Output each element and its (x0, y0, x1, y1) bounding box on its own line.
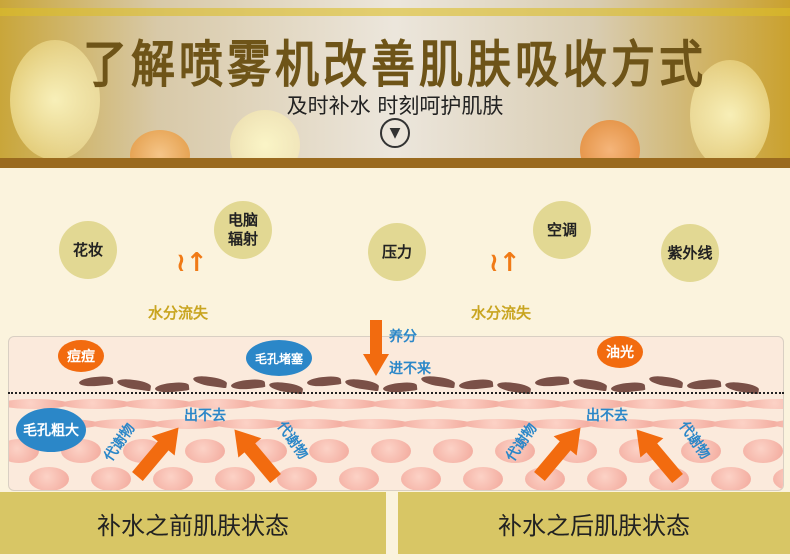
wavy-arrow-up-icon: ≀↑ (489, 248, 521, 278)
skin-flake (686, 378, 722, 391)
water-loss-label: 水分流失 (148, 304, 209, 322)
skin-flake (192, 374, 228, 389)
skin-cell (153, 419, 223, 429)
skin-cell (525, 419, 595, 429)
skin-flake (458, 378, 494, 391)
water-loss-label: 水分流失 (471, 304, 532, 322)
skin-flake (534, 375, 570, 388)
skin-cell (185, 399, 255, 409)
skin-cell (495, 399, 565, 409)
skin-cell (309, 399, 379, 409)
skin-cell (495, 439, 535, 463)
skin-cell (277, 419, 347, 429)
skin-cell (463, 419, 533, 429)
skin-cell (309, 439, 349, 463)
skin-flake (572, 377, 608, 392)
skin-cell (433, 439, 473, 463)
cannot-exit-label: 出不去 (184, 408, 226, 424)
skin-cell (743, 399, 783, 409)
skin-cell (9, 399, 69, 409)
before-label: 补水之前肌肤状态 (0, 492, 386, 554)
skin-flake (344, 377, 380, 392)
chevron-down-circle-icon[interactable]: ▼ (380, 118, 410, 148)
skin-cell (247, 399, 317, 409)
skin-cell (557, 399, 627, 409)
skin-flake (306, 375, 342, 388)
skin-cell (123, 399, 193, 409)
skin-cell (339, 467, 379, 490)
skin-cell (215, 467, 255, 490)
factor-uv: 紫外线 (661, 224, 719, 282)
skin-cell (587, 419, 657, 429)
after-label: 补水之后肌肤状态 (398, 492, 790, 554)
factor-makeup: 花妆 (59, 221, 117, 279)
skin-cell (29, 467, 69, 490)
arrow-down-icon (370, 320, 382, 356)
pore-large-bubble: 毛孔粗大 (16, 408, 86, 452)
skin-cell (401, 419, 471, 429)
skin-cell (61, 399, 131, 409)
skin-cell (91, 467, 131, 490)
skin-cell (277, 467, 317, 490)
skin-cell (619, 399, 689, 409)
arrow-down-head (363, 354, 389, 376)
skin-cell (773, 467, 783, 490)
blocked-label: 进不来 (389, 361, 431, 377)
skin-surface-line (8, 392, 784, 394)
skin-cell (371, 439, 411, 463)
skin-cell (463, 467, 503, 490)
skin-cell (371, 399, 441, 409)
header-banner: 了解喷雾机改善肌肤吸收方式 及时补水 时刻呵护肌肤 ▼ (0, 0, 790, 168)
skin-cell (649, 419, 719, 429)
skin-cell (773, 419, 783, 429)
skin-cell (91, 419, 161, 429)
nutrient-label: 养分 (389, 329, 417, 345)
wavy-arrow-up-icon: ≀↑ (176, 248, 208, 278)
skin-cell (215, 419, 285, 429)
page-subtitle: 及时补水 时刻呵护肌肤 (286, 94, 504, 118)
skin-flake (648, 374, 684, 389)
page-title: 了解喷雾机改善肌肤吸收方式 (83, 35, 707, 95)
skin-cell (681, 439, 721, 463)
skin-cell (339, 419, 409, 429)
oil-bubble: 油光 (597, 336, 643, 368)
skin-cell (401, 467, 441, 490)
skin-cell (743, 439, 783, 463)
skin-cell (185, 439, 225, 463)
skin-cell (711, 467, 751, 490)
factor-stress: 压力 (368, 223, 426, 281)
skin-cell (681, 399, 751, 409)
cannot-exit-label: 出不去 (586, 408, 628, 424)
skin-flake (230, 378, 266, 391)
skin-cell (153, 467, 193, 490)
skin-cell (711, 419, 781, 429)
pore-clogged-bubble: 毛孔堵塞 (246, 340, 312, 376)
skin-cell (587, 467, 627, 490)
skin-flake (116, 377, 152, 392)
acne-bubble: 痘痘 (58, 340, 104, 372)
factor-computer-radiation: 电脑 辐射 (214, 201, 272, 259)
factor-air-conditioning: 空调 (533, 201, 591, 259)
skin-flake (78, 375, 114, 388)
skin-cell (433, 399, 503, 409)
